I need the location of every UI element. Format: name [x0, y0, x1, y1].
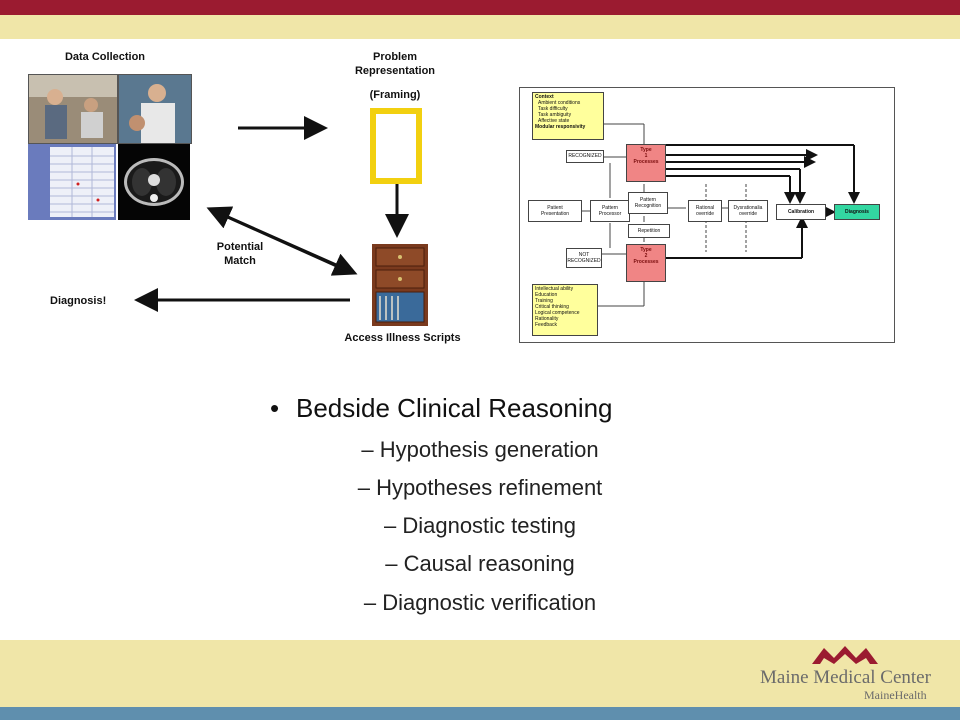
framing-label: (Framing)	[369, 89, 421, 101]
ability-item: Rationality	[535, 316, 559, 322]
context-item: Task difficulty	[538, 106, 568, 112]
diagram-arrows	[134, 116, 409, 312]
chart-table-icon	[28, 144, 116, 220]
context-item: Ambient conditions	[538, 100, 581, 106]
sub-bullet-text: Causal reasoning	[403, 551, 575, 576]
sub-bullet-text: Diagnostic testing	[402, 513, 576, 538]
access-illness-scripts-label: Access Illness Scripts	[344, 332, 461, 344]
bullet-icon: •	[270, 393, 280, 423]
context-title: Context	[535, 94, 554, 100]
top-banner-cream	[0, 15, 960, 39]
context-box: Context Ambient conditions Task difficul…	[532, 92, 604, 140]
potential-match-label: Potential Match	[216, 241, 264, 267]
diagnosis-label: Diagnosis!	[50, 295, 107, 307]
sub-bullet-text: Diagnostic verification	[382, 590, 597, 615]
illness-scripts-cabinet	[370, 244, 432, 326]
ability-item: Critical thinking	[535, 304, 569, 310]
logo-subname: MaineHealth	[864, 688, 927, 702]
calibration-box: Calibration	[776, 204, 826, 220]
type2-processes-box: Type 2 Processes	[626, 244, 666, 282]
photo-illustration-1-icon	[29, 75, 117, 143]
patient-chart-thumbnail	[28, 144, 116, 220]
dysrationalia-override-box: Dysrationalia override	[728, 200, 768, 222]
sub-bullet: – Hypotheses refinement	[357, 475, 603, 500]
context-footer: Modular responsivity	[535, 124, 586, 130]
type1-processes-box: Type 1 Processes	[626, 144, 666, 182]
sub-bullet: – Diagnostic testing	[383, 513, 576, 538]
main-bullet: • Bedside Clinical Reasoning	[270, 393, 790, 424]
recognized-box: RECOGNIZED	[566, 150, 604, 163]
pattern-recognition-box: Pattern Recognition	[628, 192, 668, 214]
sub-bullet: – Causal reasoning	[385, 551, 575, 576]
abilities-box: Intellectual ability Education Training …	[532, 284, 598, 336]
ct-scan-icon	[118, 144, 190, 220]
top-banner-red	[0, 0, 960, 15]
sub-bullet-text: Hypothesis generation	[379, 437, 599, 462]
ability-item: Feedback	[535, 322, 557, 328]
data-collection-image	[28, 74, 192, 220]
rational-override-box: Rational override	[688, 200, 722, 222]
ct-scan-thumbnail	[118, 144, 190, 220]
footer-stripe	[0, 707, 960, 720]
maine-medical-logo-icon	[812, 646, 878, 664]
patient-presentation-box: Patient Presentation	[528, 200, 582, 222]
framing-box	[370, 108, 422, 184]
sub-bullet: – Hypothesis generation	[361, 437, 599, 462]
clinic-photo-2	[118, 74, 192, 144]
sub-bullet-text: Hypotheses refinement	[376, 475, 603, 500]
logo-name: Maine Medical Center	[760, 667, 931, 688]
main-bullet-text: Bedside Clinical Reasoning	[296, 393, 613, 423]
ability-item: Training	[535, 298, 553, 304]
pattern-processor-box: Pattern Processor	[590, 200, 630, 222]
context-item: Affective state	[538, 118, 570, 124]
not-recognized-box: NOT RECOGNIZED	[566, 248, 602, 268]
repetition-box: Repetition	[628, 224, 670, 238]
file-cabinet-icon	[372, 244, 428, 326]
problem-representation-label: Problem Representation	[354, 51, 436, 77]
ability-item: Logical competence	[535, 310, 580, 316]
context-item: Task ambiguity	[538, 112, 572, 118]
clinic-photo-1	[28, 74, 118, 144]
dual-process-flowchart: Context Ambient conditions Task difficul…	[519, 87, 895, 343]
diagnosis-box: Diagnosis	[834, 204, 880, 220]
ability-item: Intellectual ability	[535, 286, 574, 292]
data-collection-label: Data Collection	[64, 51, 146, 63]
ability-item: Education	[535, 292, 558, 298]
footer-band	[0, 640, 960, 707]
sub-bullet: – Diagnostic verification	[363, 590, 597, 615]
photo-illustration-2-icon	[119, 75, 191, 143]
